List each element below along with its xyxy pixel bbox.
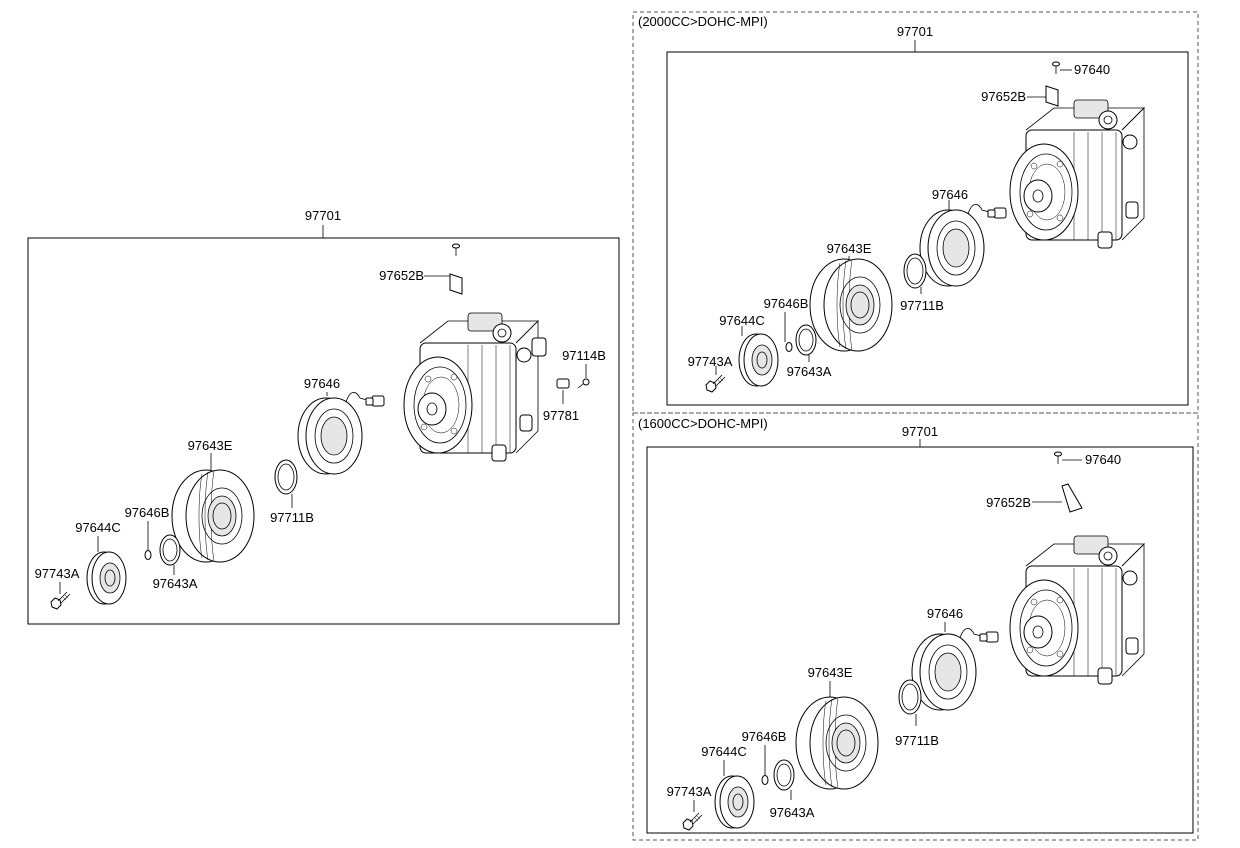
label-97643a: 97643A xyxy=(770,805,815,820)
label-97781: 97781 xyxy=(543,408,579,423)
variant-caption: (2000CC>DOHC-MPI) xyxy=(638,14,768,29)
label-97743a: 97743A xyxy=(35,566,80,581)
label-97646: 97646 xyxy=(932,187,968,202)
label-97652b: 97652B xyxy=(981,89,1026,104)
label-97644c: 97644C xyxy=(701,744,747,759)
bracket xyxy=(1045,85,1059,107)
variant-caption: (1600CC>DOHC-MPI) xyxy=(638,416,768,431)
clutch-hub xyxy=(714,775,755,829)
hub-bolt xyxy=(682,812,703,831)
label-97644c: 97644C xyxy=(75,520,121,535)
shim xyxy=(144,550,152,560)
label-97114b: 97114B xyxy=(562,348,606,363)
label-97643e: 97643E xyxy=(827,241,872,256)
rear-connector xyxy=(531,337,547,357)
wire-connector xyxy=(556,378,570,389)
assembly-frame xyxy=(666,51,1189,406)
label-97646: 97646 xyxy=(304,376,340,391)
label-97743a: 97743A xyxy=(688,354,733,369)
assembly-main: 97701 97652B 97114B 97781 97646 97643E 9… xyxy=(27,208,620,625)
label-97652b: 97652B xyxy=(986,495,1031,510)
field-coil xyxy=(919,203,1007,287)
snap-ring-large xyxy=(898,679,922,715)
field-coil xyxy=(297,391,385,475)
snap-ring-small xyxy=(773,759,795,791)
assembly-title: 97701 xyxy=(902,424,938,439)
assembly-2000cc: (2000CC>DOHC-MPI) 97701 97640 97652B 976… xyxy=(632,11,1199,414)
label-97652b: 97652B xyxy=(379,268,424,283)
label-97640: 97640 xyxy=(1085,452,1121,467)
assembly-title: 97701 xyxy=(305,208,341,223)
compressor-body xyxy=(1009,535,1145,685)
bracket-screw xyxy=(1052,61,1060,75)
label-97711b: 97711B xyxy=(270,510,314,525)
pulley xyxy=(809,258,893,352)
snap-ring-small xyxy=(795,324,817,356)
snap-ring-large xyxy=(903,253,927,289)
label-97646b: 97646B xyxy=(764,296,809,311)
clutch-hub xyxy=(86,551,127,605)
variant-frame xyxy=(632,412,1199,841)
hub-bolt xyxy=(50,591,71,610)
label-97646: 97646 xyxy=(927,606,963,621)
label-97644c: 97644C xyxy=(719,313,765,328)
hub-bolt xyxy=(705,374,726,393)
label-97643a: 97643A xyxy=(787,364,832,379)
label-97711b: 97711B xyxy=(900,298,944,313)
bracket-screw xyxy=(1054,451,1062,465)
label-97643e: 97643E xyxy=(808,665,853,680)
clutch-hub xyxy=(738,333,779,387)
pulley xyxy=(795,696,879,790)
label-97711b: 97711B xyxy=(895,733,939,748)
sensor-bolt xyxy=(577,378,590,389)
compressor-body xyxy=(403,312,539,462)
shim xyxy=(761,775,769,785)
bracket xyxy=(449,273,463,295)
shim xyxy=(785,342,793,352)
label-97643e: 97643E xyxy=(188,438,233,453)
label-97646b: 97646B xyxy=(125,505,170,520)
label-97643a: 97643A xyxy=(153,576,198,591)
bracket-screw xyxy=(452,243,460,257)
pulley xyxy=(171,469,255,563)
label-97646b: 97646B xyxy=(742,729,787,744)
field-coil xyxy=(911,627,999,711)
assembly-1600cc: (1600CC>DOHC-MPI) 97701 97640 97652B 976… xyxy=(632,412,1199,841)
label-97743a: 97743A xyxy=(667,784,712,799)
assembly-title: 97701 xyxy=(897,24,933,39)
compressor-body xyxy=(1009,99,1145,249)
snap-ring-large xyxy=(274,459,298,495)
bracket xyxy=(1061,483,1083,513)
label-97640: 97640 xyxy=(1074,62,1110,77)
assembly-frame xyxy=(27,237,620,625)
snap-ring-small xyxy=(159,534,181,566)
